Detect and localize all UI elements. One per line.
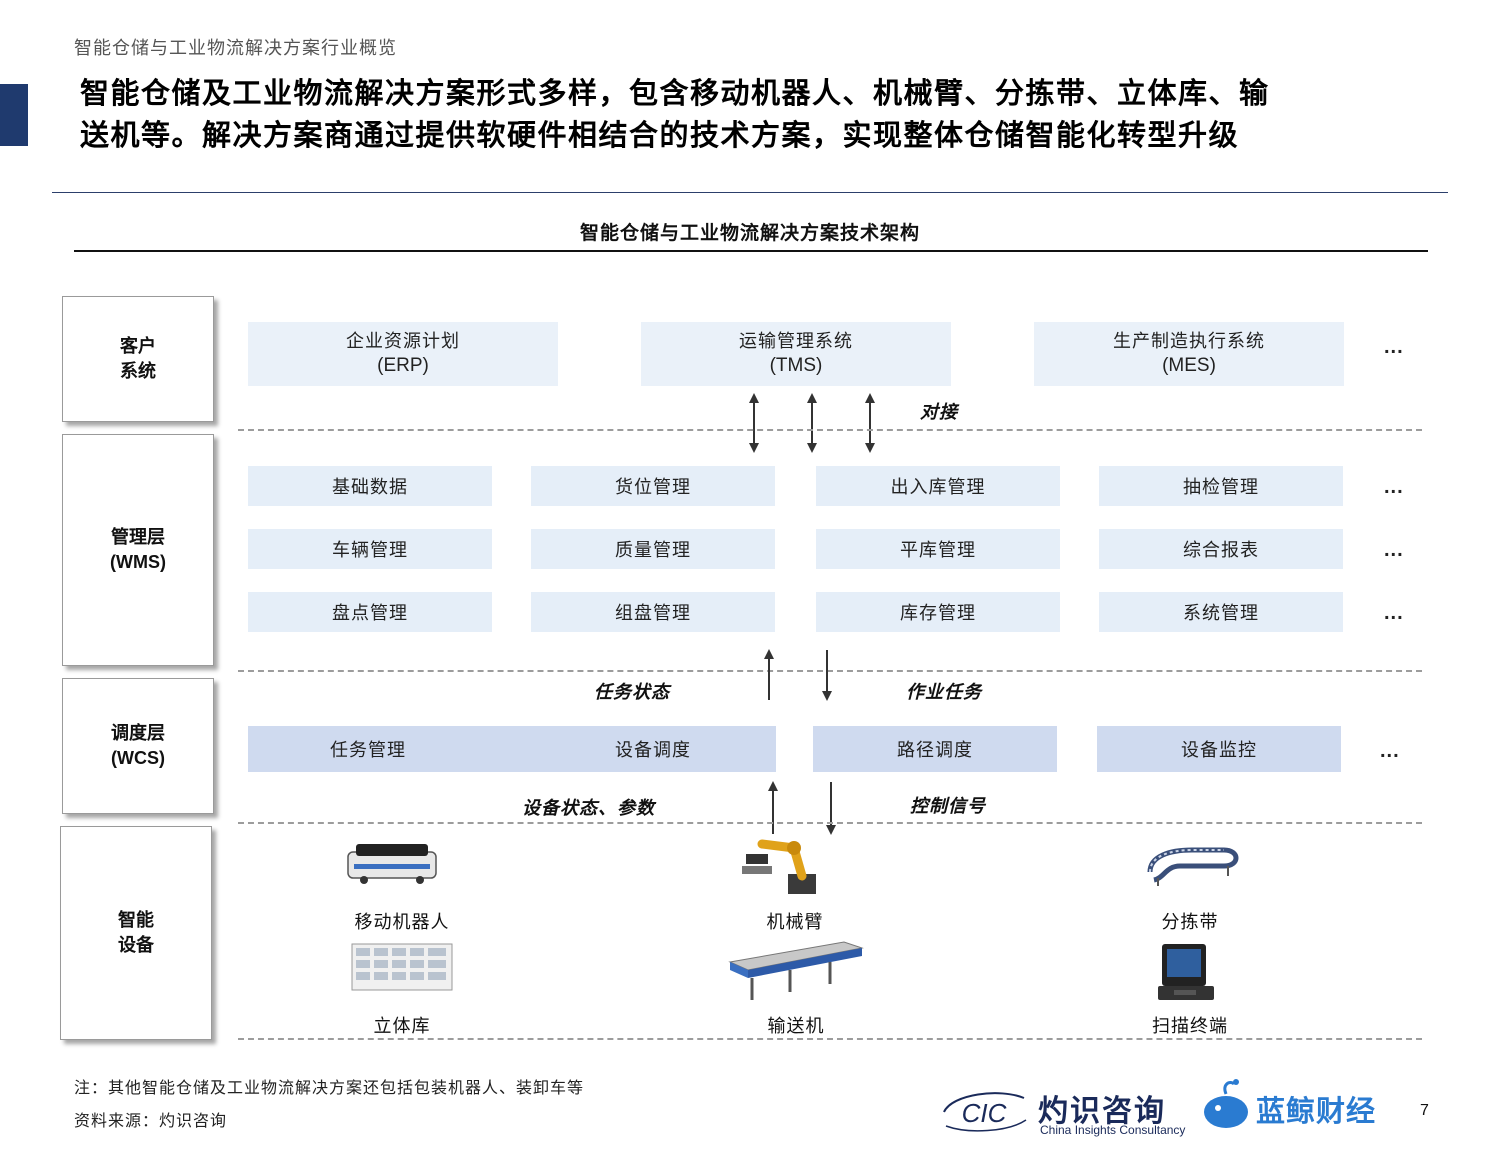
system-tms-abbr: (TMS) [769, 355, 823, 376]
device-mobile-robot: 移动机器人 [354, 912, 450, 933]
source-note: 资料来源：灼识咨询 [74, 1111, 228, 1130]
layer-label-wms: 管理层 (WMS) [62, 434, 214, 666]
wcs-item-device-dispatch-label: 设备调度 [615, 740, 691, 761]
flow-label-control-signal: 控制信号 [910, 796, 986, 817]
page-title-line-2: 送机等。解决方案商通过提供软硬件相结合的技术方案，实现整体仓储智能化转型升级 [80, 118, 1240, 152]
system-erp-name: 企业资源计划 [346, 331, 460, 352]
flow-label-task-status: 任务状态 [594, 682, 670, 703]
device-conveyor: 输送机 [767, 1016, 825, 1037]
system-tms-name: 运输管理系统 [739, 331, 853, 352]
layer-label-customer: 客户 系统 [62, 296, 214, 422]
page-title: 智能仓储及工业物流解决方案形式多样，包含移动机器人、机械臂、分拣带、立体库、输 … [80, 72, 1460, 156]
layer-label-wms-line-1: 管理层 [111, 527, 165, 548]
scanning-terminal-icon [1158, 944, 1214, 1000]
device-robotic-arm: 机械臂 [766, 912, 824, 933]
wms-item: 综合报表 [1099, 529, 1343, 569]
layer-label-devices-line-1: 智能 [118, 910, 154, 931]
layer-label-customer-line-1: 客户 [120, 336, 156, 357]
logo-cic-chinese: 灼识咨询 [1038, 1094, 1166, 1129]
wms-item: 抽检管理 [1099, 466, 1343, 506]
page-title-line-1: 智能仓储及工业物流解决方案形式多样，包含移动机器人、机械臂、分拣带、立体库、输 [80, 76, 1270, 110]
wcs-device-arrows [768, 781, 836, 835]
wcs-item-path-dispatch: 路径调度 [813, 726, 1057, 772]
wms-row-2-ellipsis: ... [1384, 539, 1404, 561]
wms-item: 平库管理 [816, 529, 1060, 569]
wms-row-1-ellipsis: ... [1384, 476, 1404, 498]
layer-label-wcs: 调度层 (WCS) [62, 678, 214, 814]
layer-label-wms-line-2: (WMS) [110, 552, 166, 572]
wms-item: 基础数据 [248, 466, 492, 506]
wms-item: 货位管理 [531, 466, 775, 506]
wms-item: 组盘管理 [531, 592, 775, 632]
partner-logo-text: 蓝鲸财经 [1256, 1094, 1377, 1128]
divider-wcs-devices [238, 822, 1422, 824]
system-tms: 运输管理系统 (TMS) [641, 322, 951, 386]
system-mes-abbr: (MES) [1162, 355, 1216, 376]
logo-cic-english: China Insights Consultancy [1040, 1123, 1186, 1137]
layer-label-wcs-line-2: (WCS) [111, 748, 165, 768]
device-automated-warehouse: 立体库 [373, 1016, 431, 1037]
layer-label-devices: 智能 设备 [60, 826, 212, 1040]
wms-item: 质量管理 [531, 529, 775, 569]
divider-customer-wms [238, 429, 1422, 431]
layer-label-devices-line-2: 设备 [118, 935, 154, 956]
cic-logo-icon: CIC [943, 1092, 1027, 1132]
whale-logo-icon [1204, 1079, 1248, 1128]
layer-label-wcs-line-1: 调度层 [111, 723, 165, 744]
robotic-arm-icon [742, 839, 816, 894]
wms-item: 车辆管理 [248, 529, 492, 569]
wcs-ellipsis: ... [1380, 740, 1400, 762]
system-erp-abbr: (ERP) [377, 355, 429, 376]
header-divider [52, 192, 1448, 193]
flow-label-work-task: 作业任务 [906, 682, 982, 703]
wcs-item-device-dispatch: 设备调度 [530, 726, 776, 772]
wcs-item-task-mgmt: 任务管理 [248, 726, 776, 772]
diagram-title: 智能仓储与工业物流解决方案技术架构 [579, 222, 920, 244]
wms-wcs-arrows [764, 649, 832, 701]
flow-label-device-status: 设备状态、参数 [522, 798, 655, 819]
system-mes: 生产制造执行系统 (MES) [1034, 322, 1344, 386]
divider-bottom [238, 1038, 1422, 1040]
conveyor-icon [728, 941, 864, 1000]
wms-item: 库存管理 [816, 592, 1060, 632]
diagram-title-underline [74, 250, 1428, 252]
accent-bar [0, 84, 28, 146]
cic-logo-text: CIC [962, 1098, 1007, 1128]
device-sorting-belt: 分拣带 [1161, 912, 1219, 933]
wms-item: 盘点管理 [248, 592, 492, 632]
divider-wms-wcs [238, 670, 1422, 672]
system-erp: 企业资源计划 (ERP) [248, 322, 558, 386]
mobile-robot-icon [347, 844, 437, 884]
sorting-belt-icon [1147, 847, 1239, 886]
wms-item: 出入库管理 [816, 466, 1060, 506]
footnote: 注：其他智能仓储及工业物流解决方案还包括包装机器人、装卸车等 [74, 1078, 585, 1097]
wms-row-3-ellipsis: ... [1384, 602, 1404, 624]
automated-warehouse-icon [351, 943, 453, 991]
page-number: 7 [1420, 1102, 1429, 1119]
system-mes-name: 生产制造执行系统 [1113, 331, 1265, 352]
wcs-item-device-monitor: 设备监控 [1097, 726, 1341, 772]
dock-arrows [749, 393, 875, 453]
layer-label-customer-line-2: 系统 [120, 361, 156, 382]
flow-label-dock: 对接 [920, 402, 958, 423]
wms-item: 系统管理 [1099, 592, 1343, 632]
wcs-item-task-mgmt-label: 任务管理 [330, 740, 406, 761]
device-scanning-terminal: 扫描终端 [1152, 1016, 1228, 1037]
breadcrumb: 智能仓储与工业物流解决方案行业概览 [74, 38, 397, 59]
customer-more-ellipsis: ... [1384, 336, 1404, 358]
